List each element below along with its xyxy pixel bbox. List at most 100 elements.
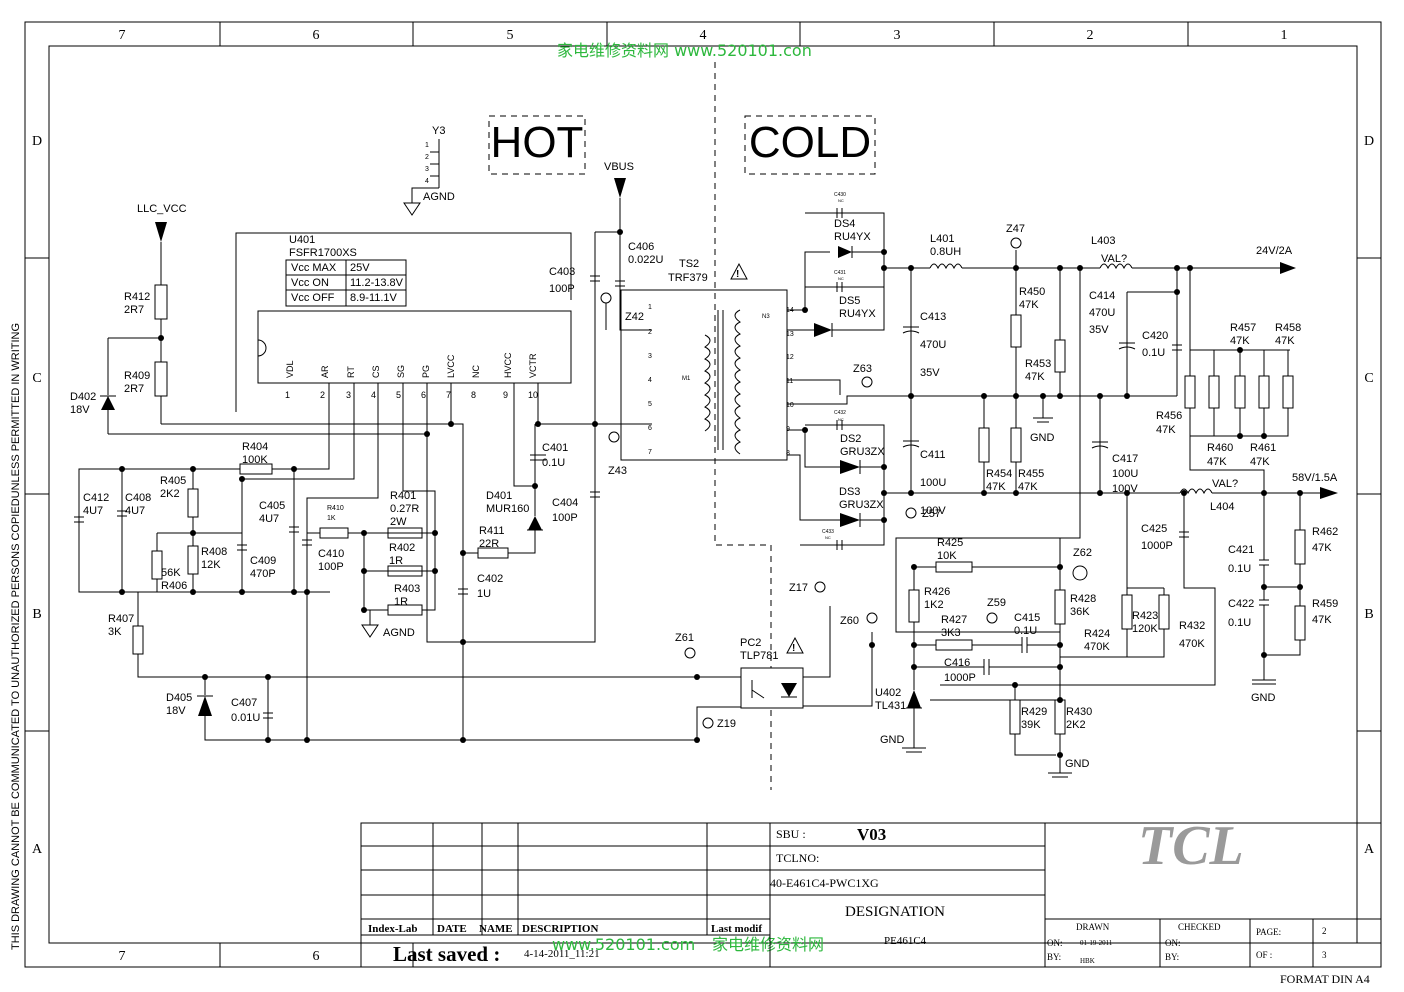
component-value: 2R7 [124, 304, 144, 316]
component-ref: C430 [834, 192, 846, 198]
component-ref: Z19 [717, 718, 736, 730]
component-value: 0.1U [1142, 347, 1165, 359]
ic-pin-number: 3 [346, 390, 351, 400]
ts2-primary-pin: 4 [648, 377, 652, 384]
component-ref: R404 [242, 441, 268, 453]
ic-pin-number: 1 [285, 390, 290, 400]
ic-pin-name: LVCC [446, 354, 456, 378]
column-label-top: 1 [1281, 28, 1288, 43]
component-value: 3K3 [941, 627, 961, 639]
component-value: 36K [1070, 606, 1090, 618]
component-ref: R432 [1179, 620, 1205, 632]
component-value: 1000P [944, 672, 976, 684]
net-58v: 58V/1.5A [1292, 472, 1338, 484]
output-24v: GND [884, 237, 1296, 633]
svg-text:!: ! [792, 643, 795, 654]
component-value: 18V [166, 705, 186, 717]
row-label-right: A [1364, 842, 1375, 857]
column-label-top: 5 [507, 28, 514, 43]
component-value: 47K [1312, 614, 1332, 626]
component-value: 0.1U [1014, 625, 1037, 637]
gnd-net-2: GND [1251, 692, 1276, 704]
component-value: 10K [937, 550, 957, 562]
ts2-primary-pin: 2 [648, 329, 652, 336]
component-ref: C412 [83, 492, 109, 504]
row-label-left: C [32, 371, 41, 386]
drawn-label: DRAWN [1076, 922, 1110, 932]
component-value: 100V [920, 505, 946, 517]
ic-pin-name: CS [371, 365, 381, 378]
nc-mark: NC [838, 276, 844, 281]
component-ref: Z42 [625, 311, 644, 323]
of-label: OF : [1256, 950, 1272, 960]
component-ref: C421 [1228, 544, 1254, 556]
component-ref: R406 [161, 580, 187, 592]
optocoupler-pc2: ! [740, 581, 878, 709]
checked-label: CHECKED [1178, 922, 1221, 932]
row-label-right: D [1364, 134, 1374, 149]
ts2-primary-pin: 7 [648, 449, 652, 456]
of-value: 3 [1322, 950, 1327, 960]
ts2-secondary-pin: 10 [786, 402, 794, 409]
tcl-logo: TCL [1138, 815, 1244, 877]
designation-label: DESIGNATION [845, 904, 945, 920]
component-value: 47K [1275, 335, 1295, 347]
component-ref: R453 [1025, 358, 1051, 370]
component-ref: R401 [390, 490, 416, 502]
component-ref: R462 [1312, 526, 1338, 538]
component-ref: C431 [834, 270, 846, 276]
component-value: 47K [1250, 456, 1270, 468]
ic-pin-name: NC [471, 365, 481, 378]
tclno-label: TCLNO: [776, 851, 819, 865]
ic-pin-name: VDL [285, 360, 295, 378]
component-ref: R426 [924, 586, 950, 598]
component-value: 100P [318, 561, 344, 573]
component-ref: C410 [318, 548, 344, 560]
component-labels: R4122R7R4092R7D40218VR404100KR4052K2C412… [70, 192, 1338, 731]
component-ref: U402 [875, 687, 901, 699]
format-label: FORMAT DIN A4 [1280, 972, 1370, 986]
component-value: 100P [549, 283, 575, 295]
component-ref: C416 [944, 657, 970, 669]
cold-zone-box [744, 115, 876, 175]
secondary-rectifiers [787, 208, 1100, 550]
component-value: 47K [1312, 542, 1332, 554]
component-ref: D402 [70, 391, 96, 403]
ts2-m1: M1 [682, 376, 691, 382]
component-ref: Z60 [840, 615, 859, 627]
ic-pin-number: 7 [446, 390, 451, 400]
component-value: 47K [1019, 299, 1039, 311]
column-label-top: 7 [119, 28, 126, 43]
row-label-left: D [32, 134, 42, 149]
ic-pin-name: HVCC [503, 352, 513, 378]
ts2-secondary-pin: 11 [786, 378, 793, 385]
column-label-top: 6 [313, 28, 320, 43]
net-24v: 24V/2A [1256, 245, 1293, 257]
component-ref: R405 [160, 475, 186, 487]
designation-value: PE461C4 [884, 935, 927, 947]
component-ref: Z61 [675, 632, 694, 644]
last-saved-value: 4-14-2011_11:21 [524, 948, 600, 960]
ic-pin-number: 8 [471, 390, 476, 400]
component-ref: R410 [327, 505, 344, 512]
hdr-name: NAME [479, 923, 513, 935]
column-label-top: 2 [1087, 28, 1094, 43]
llc-vcc-section: LLC_VCC [100, 203, 451, 435]
ic-pin-number: 2 [320, 390, 325, 400]
component-value: 470K [1084, 641, 1110, 653]
component-ref: R459 [1312, 598, 1338, 610]
component-ref: R425 [937, 537, 963, 549]
component-ref: C402 [477, 573, 503, 585]
component-value: 470U [1089, 307, 1115, 319]
warning-icon [730, 262, 748, 280]
component-value: 120K [1132, 623, 1158, 635]
component-ref: R408 [201, 546, 227, 558]
hdr-description: DESCRIPTION [522, 923, 598, 935]
y3-pin: 3 [425, 166, 429, 173]
component-value: 100U [920, 477, 946, 489]
ts2-primary-pin: 1 [648, 304, 652, 311]
val-l403: VAL? [1101, 253, 1127, 265]
component-ref: C404 [552, 497, 578, 509]
component-ref: C406 [628, 241, 654, 253]
